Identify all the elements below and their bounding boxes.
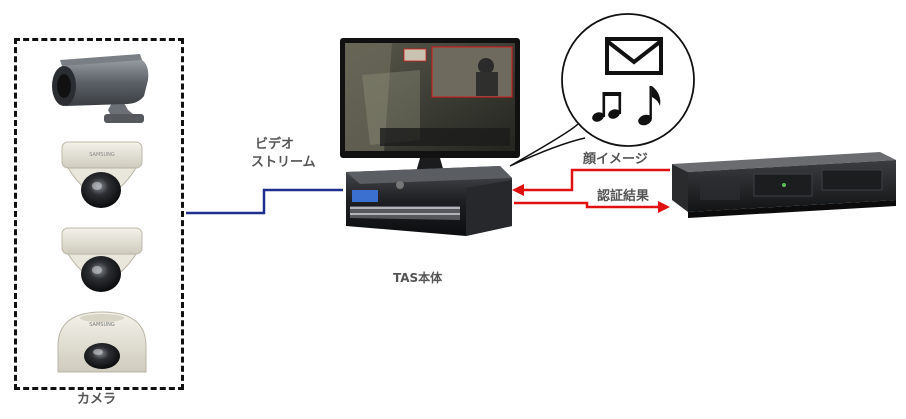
video-stream-label-line2: ストリーム [251,155,316,170]
recognition-server [672,152,896,218]
music-note-icon [592,92,622,122]
tas-unit-box [346,166,512,236]
face-image-arrow [512,168,670,196]
bullet-camera [52,54,149,123]
dome-camera-2 [61,227,143,292]
auth-result-label: 認証結果 [597,189,650,204]
camera-group-border [14,38,184,390]
face-image-label: 顔イメージ [583,152,648,167]
camera-logo-text-2: SAMSUNG [89,322,115,328]
dome-camera-1: SAMSUNG [61,141,143,208]
video-stream-label-line1: ビデオ [255,137,295,152]
envelope-icon [605,37,663,75]
monitor [340,38,520,172]
camera-logo-text: SAMSUNG [89,152,115,158]
fisheye-camera: SAMSUNG [57,311,147,373]
video-stream-line [186,188,343,215]
eighth-note-icon [638,86,661,126]
tas-unit-label: TAS本体 [393,271,443,285]
camera-label: カメラ [77,392,117,407]
notification-bubble [509,13,695,167]
auth-result-arrow [514,201,670,213]
